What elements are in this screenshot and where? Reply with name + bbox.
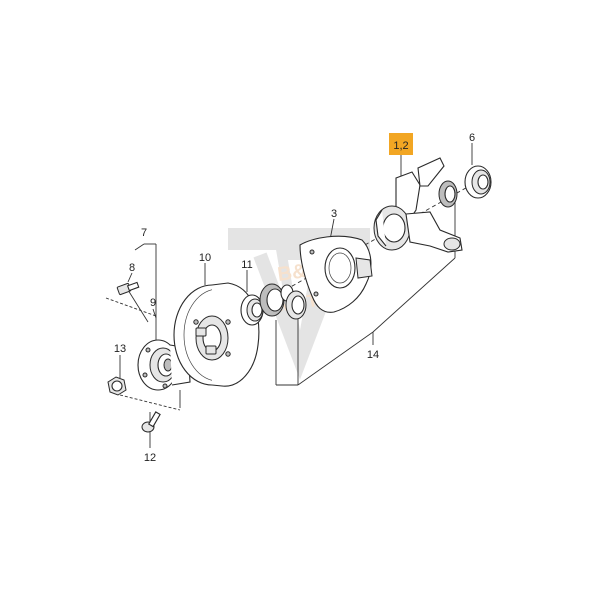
part-9-hub bbox=[137, 339, 191, 391]
part-8-bolt bbox=[116, 281, 140, 296]
callout-8: 8 bbox=[129, 262, 135, 274]
part-6-bearing bbox=[464, 165, 492, 199]
part-13-nut bbox=[107, 376, 127, 396]
callout-11: 11 bbox=[241, 259, 252, 271]
callout-6: 6 bbox=[469, 132, 475, 144]
callout-labels: 1,2 3 6 7 8 9 10 11 12 13 14 bbox=[114, 132, 475, 464]
part-11-bearing bbox=[240, 294, 264, 326]
callout-14: 14 bbox=[367, 349, 379, 361]
part-bearing-inner bbox=[438, 180, 458, 208]
callout-9: 9 bbox=[150, 297, 156, 309]
callout-13: 13 bbox=[114, 343, 126, 355]
part-14-bearing-assembly bbox=[259, 283, 307, 320]
callout-1-2-highlight bbox=[389, 133, 413, 155]
part-1-2-steering-knuckle bbox=[373, 157, 463, 253]
callout-7: 7 bbox=[141, 227, 147, 239]
callout-1-2: 1,2 bbox=[393, 140, 408, 152]
part-12-screw bbox=[141, 411, 161, 433]
callout-3: 3 bbox=[331, 208, 337, 220]
callout-12: 12 bbox=[144, 452, 156, 464]
part-3-dust-shield bbox=[299, 235, 373, 313]
callout-10: 10 bbox=[199, 252, 211, 264]
